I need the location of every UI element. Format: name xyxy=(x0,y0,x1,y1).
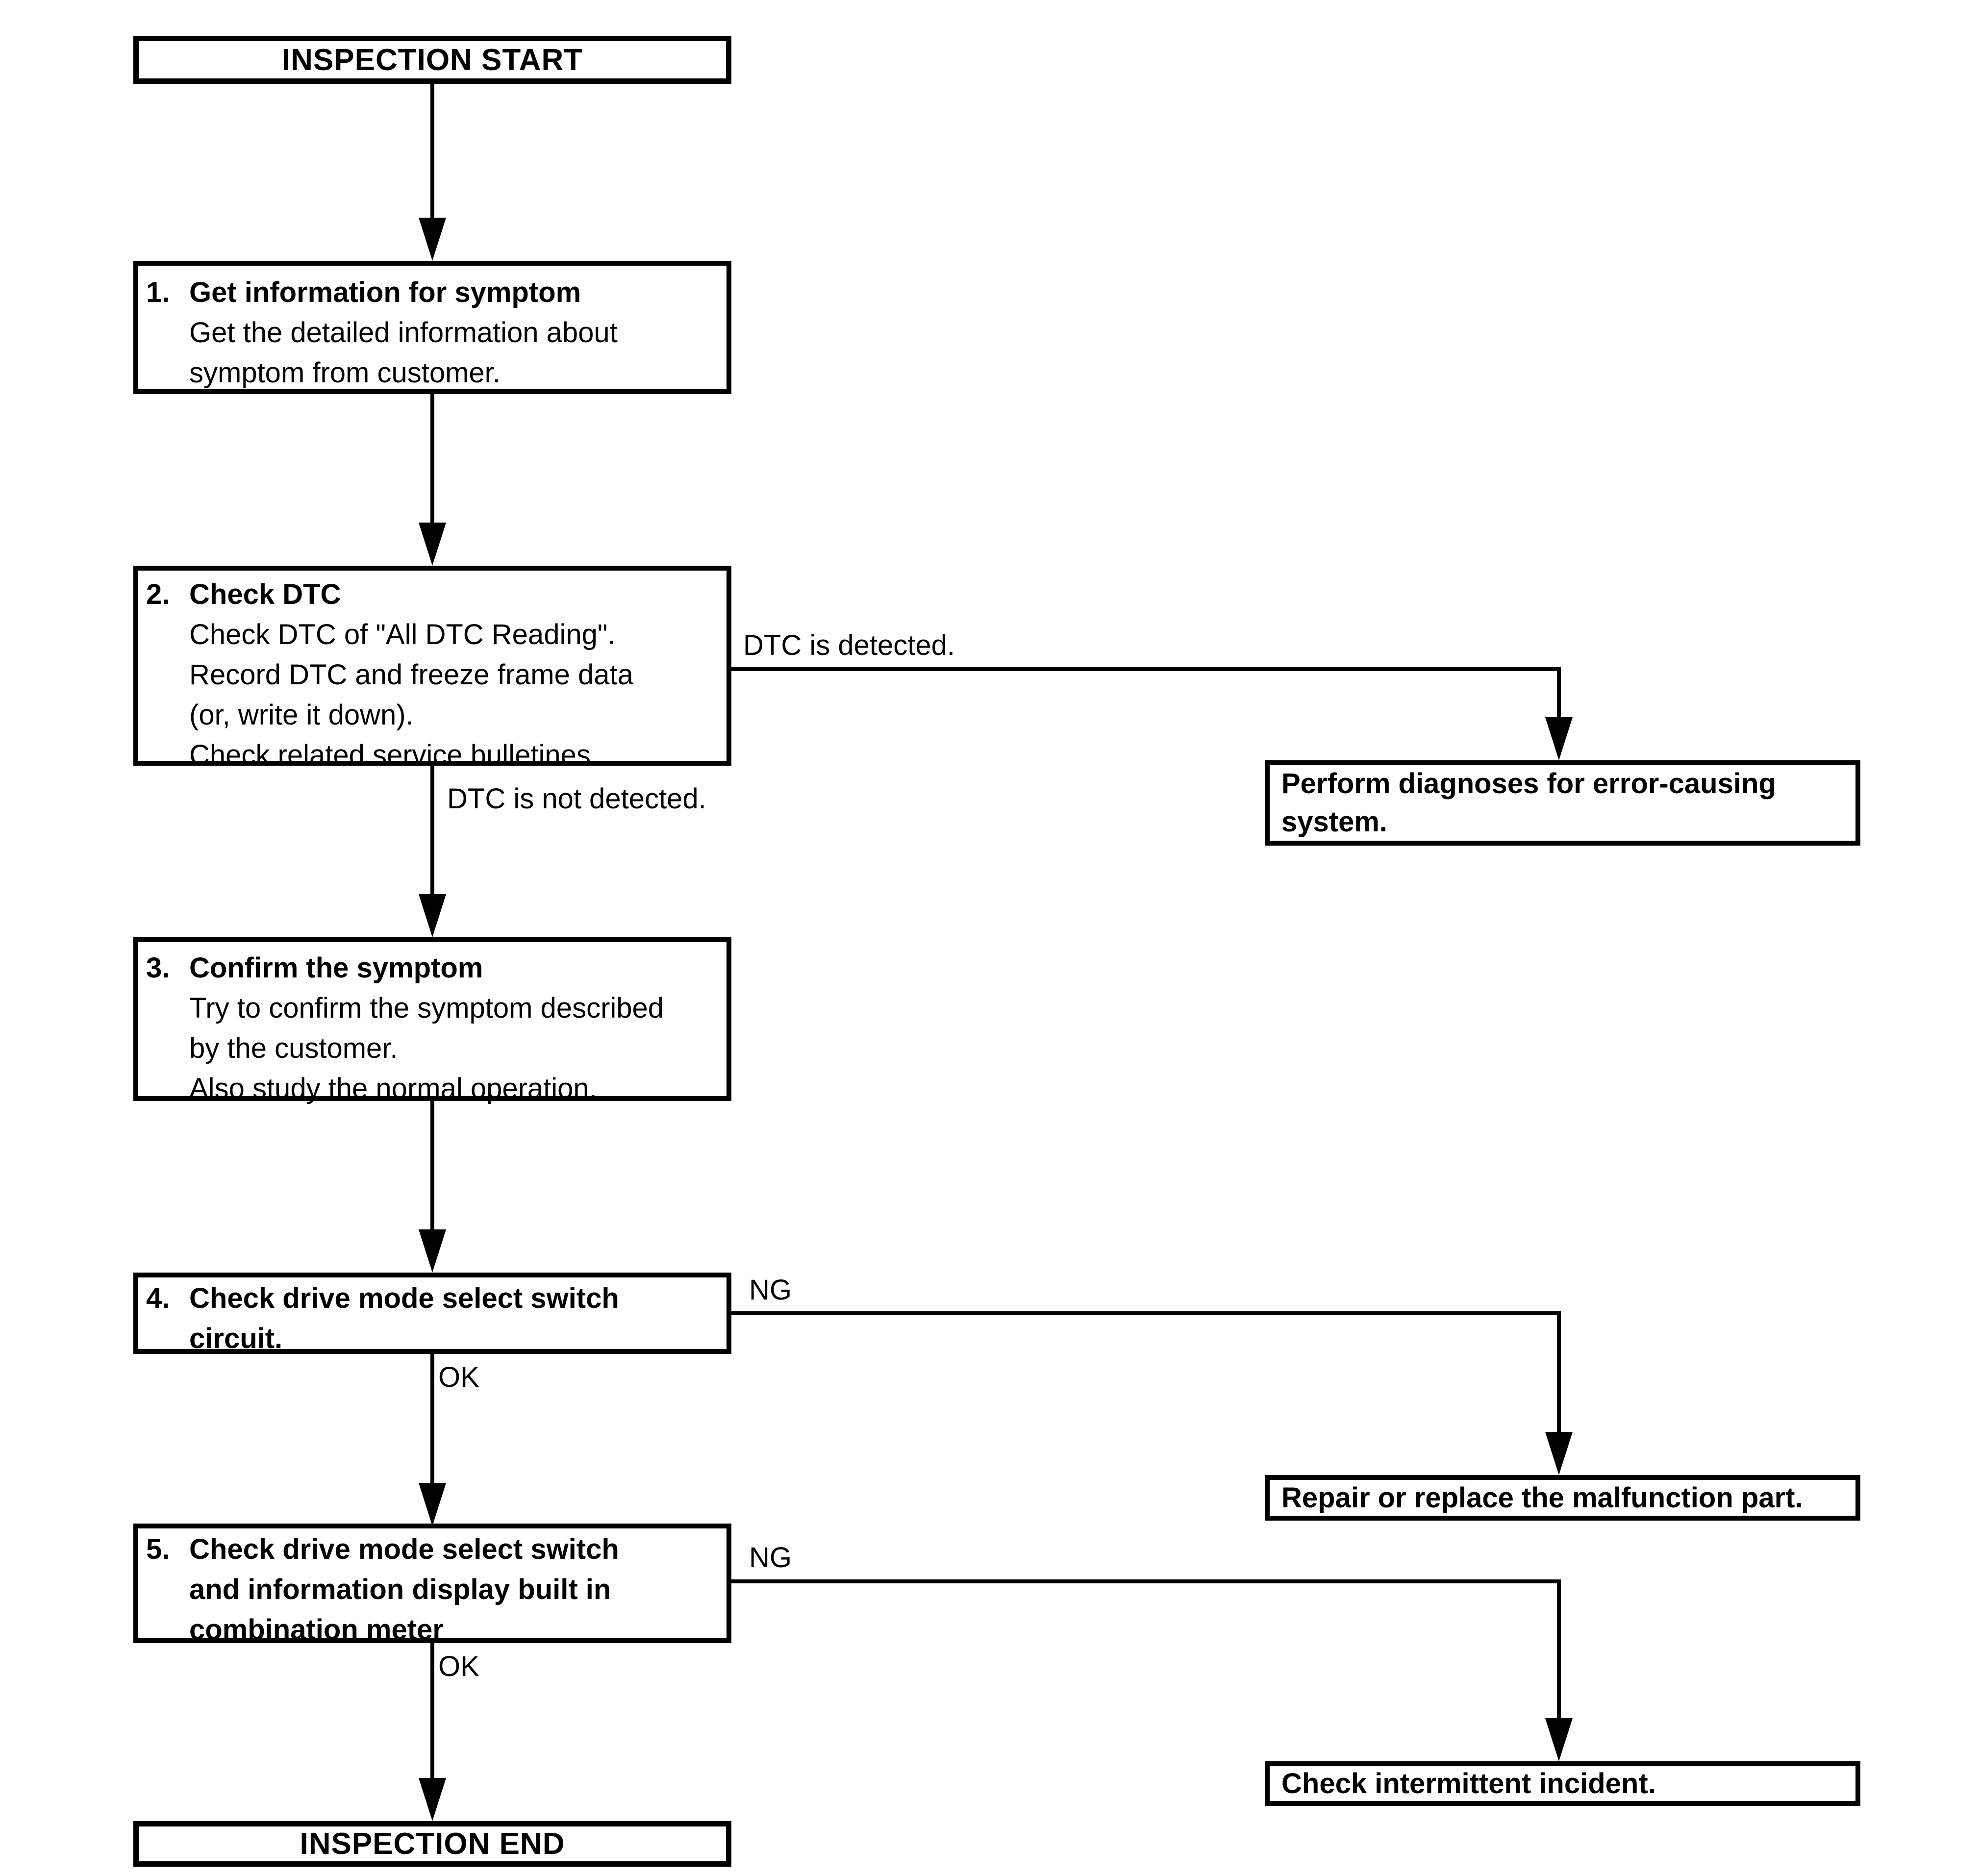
end-terminal-box: INSPECTION END xyxy=(133,1821,731,1867)
step-5-number: 5. xyxy=(146,1533,170,1565)
branch-dtc-detected-horizontal xyxy=(731,667,1561,671)
arrowhead-into-step3 xyxy=(419,894,446,937)
start-terminal-box: INSPECTION START xyxy=(133,36,731,84)
step-1-number: 1. xyxy=(146,276,170,308)
step-3-number: 3. xyxy=(146,952,170,984)
step-2-number: 2. xyxy=(146,578,170,610)
arrowhead-into-end xyxy=(419,1778,446,1821)
outcome-intermittent-box: Check intermittent incident. xyxy=(1265,1761,1860,1806)
step-4-title: Check drive mode select switch circuit. xyxy=(189,1282,619,1354)
edge-label-ng-step4: NG xyxy=(749,1274,792,1306)
connector-step3-to-step4 xyxy=(430,1101,434,1229)
step-1-title: Get information for symptom xyxy=(189,276,581,308)
branch-step4-ng-horizontal xyxy=(731,1311,1561,1315)
connector-step5-to-end xyxy=(430,1643,434,1778)
arrowhead-into-step4 xyxy=(419,1229,446,1273)
outcome-repair-replace-box: Repair or replace the malfunction part. xyxy=(1265,1475,1860,1521)
end-terminal-label: INSPECTION END xyxy=(300,1827,565,1861)
arrowhead-into-repair-replace xyxy=(1545,1432,1573,1475)
edge-label-dtc-detected: DTC is detected. xyxy=(743,629,955,661)
arrowhead-into-intermittent xyxy=(1545,1718,1573,1761)
step-1-box: 1. Get information for symptom Get the d… xyxy=(133,261,731,394)
edge-label-dtc-not-detected: DTC is not detected. xyxy=(447,783,706,815)
start-terminal-label: INSPECTION START xyxy=(281,43,583,77)
step-3-title: Confirm the symptom xyxy=(189,952,483,984)
outcome-repair-replace-label: Repair or replace the malfunction part. xyxy=(1281,1481,1803,1514)
step-2-box: 2. Check DTC Check DTC of "All DTC Readi… xyxy=(133,566,731,771)
arrowhead-into-step5 xyxy=(419,1483,446,1526)
edge-label-ng-step5: NG xyxy=(749,1542,792,1574)
step-2-title: Check DTC xyxy=(189,578,341,610)
step-1-title-row: 1. Get information for symptom xyxy=(146,273,717,313)
step-3-body: Try to confirm the symptom described by … xyxy=(189,992,664,1104)
edge-label-ok-step5: OK xyxy=(438,1651,479,1682)
arrowhead-into-step2 xyxy=(419,523,446,566)
step-3-title-row: 3. Confirm the symptom xyxy=(146,948,717,988)
outcome-perform-diagnoses-box: Perform diagnoses for error-causing syst… xyxy=(1265,760,1860,846)
step-4-title-row: 4. Check drive mode select switch circui… xyxy=(146,1278,717,1359)
connector-step2-to-step3 xyxy=(430,766,434,894)
step-4-number: 4. xyxy=(146,1282,170,1314)
step-1-body: Get the detailed information about sympt… xyxy=(189,317,618,389)
outcome-perform-diagnoses-label: Perform diagnoses for error-causing syst… xyxy=(1281,768,1776,838)
arrowhead-into-step1 xyxy=(419,218,446,261)
branch-dtc-detected-vertical xyxy=(1557,667,1561,717)
arrowhead-into-perform-diagnoses xyxy=(1545,717,1573,760)
step-3-box: 3. Confirm the symptom Try to confirm th… xyxy=(133,937,731,1104)
connector-step4-to-step5 xyxy=(430,1354,434,1483)
edge-label-ok-step4: OK xyxy=(438,1361,479,1393)
connector-step1-to-step2 xyxy=(430,394,434,523)
step-5-title-row: 5. Check drive mode select switch and in… xyxy=(146,1529,717,1650)
step-2-title-row: 2. Check DTC xyxy=(146,575,717,615)
connector-start-to-step1 xyxy=(430,84,434,218)
step-5-box: 5. Check drive mode select switch and in… xyxy=(133,1524,731,1646)
branch-step5-ng-vertical xyxy=(1557,1579,1561,1718)
step-5-title: Check drive mode select switch and infor… xyxy=(189,1533,619,1646)
step-2-body: Check DTC of "All DTC Reading". Record D… xyxy=(189,619,633,771)
outcome-intermittent-label: Check intermittent incident. xyxy=(1281,1767,1656,1800)
branch-step4-ng-vertical xyxy=(1557,1311,1561,1432)
branch-step5-ng-horizontal xyxy=(731,1579,1561,1583)
step-4-box: 4. Check drive mode select switch circui… xyxy=(133,1273,731,1354)
